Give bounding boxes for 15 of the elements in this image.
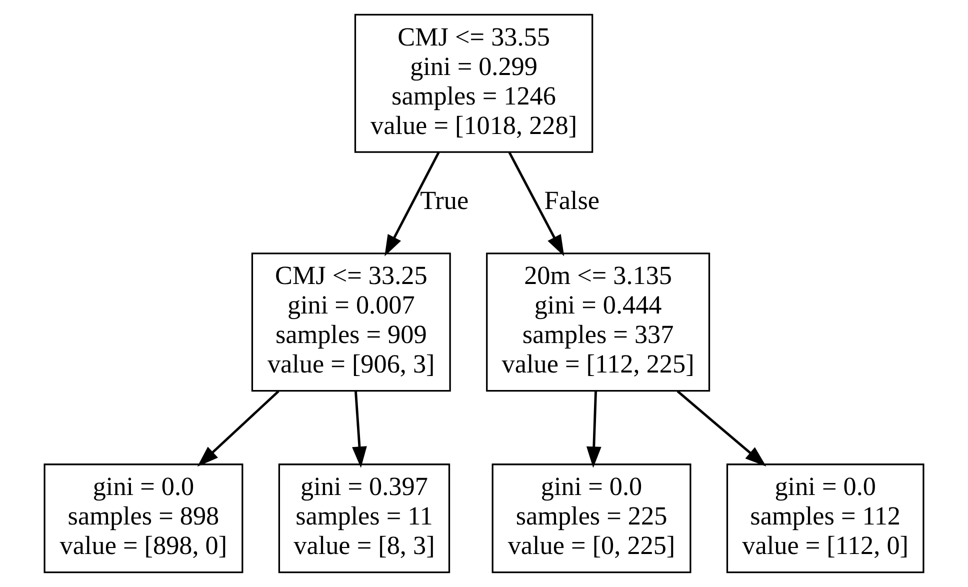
node-box: CMJ <= 33.55 gini = 0.299 samples = 1246 value = [1018, 228] [354, 14, 594, 153]
node-box: CMJ <= 33.25 gini = 0.007 samples = 909 value = [906, 3] [251, 252, 451, 392]
arrow [384, 152, 440, 256]
arrow [508, 152, 564, 256]
node-box: gini = 0.0 samples = 898 value = [898, 0] [44, 464, 244, 574]
arrow [197, 390, 280, 467]
arrow [676, 390, 766, 467]
edge-label: True [420, 186, 469, 215]
arrow [352, 391, 367, 468]
edge-label: False [544, 186, 600, 215]
arrow [586, 391, 602, 468]
node-box: gini = 0.397 samples = 11 value = [8, 3] [278, 464, 450, 574]
node-box: 20m <= 3.135 gini = 0.444 samples = 337 value = [112, 225] [486, 252, 710, 392]
node-box: gini = 0.0 samples = 225 value = [0, 225] [492, 464, 692, 574]
node-box: gini = 0.0 samples = 112 value = [112, 0] [726, 464, 924, 574]
